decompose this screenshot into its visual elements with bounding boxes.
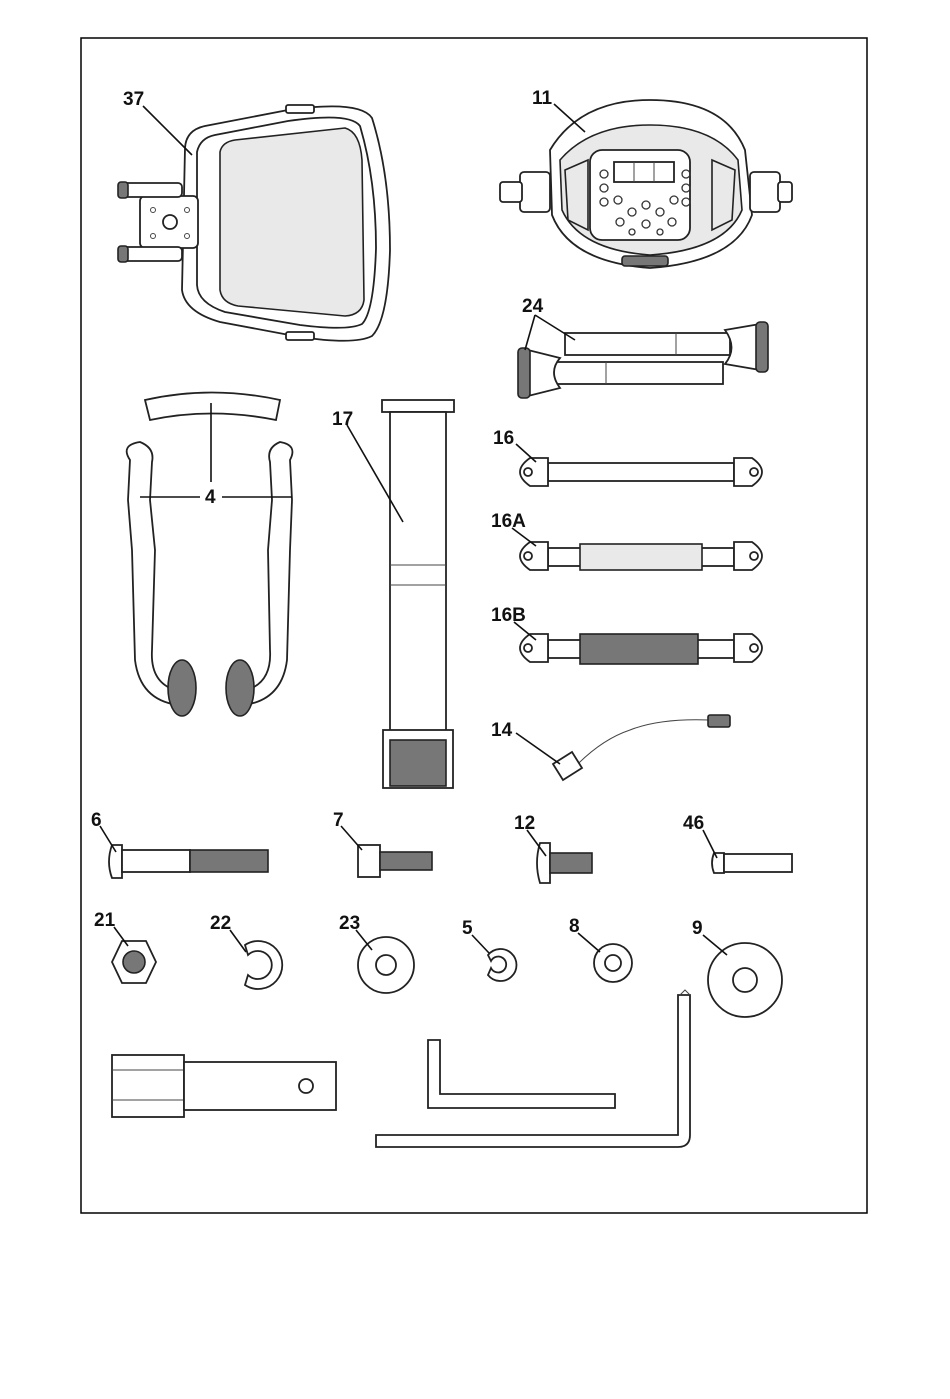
label-22: 22	[210, 913, 231, 934]
label-16: 16	[493, 428, 514, 449]
part-22-washer	[245, 941, 282, 989]
part-23-washer	[358, 937, 414, 993]
part-11-console	[500, 100, 792, 268]
part-4-handle-pipe	[127, 393, 293, 717]
socket-wrench-icon	[112, 1055, 336, 1117]
label-11: 11	[532, 88, 553, 109]
label-24: 24	[522, 296, 544, 317]
part-16b-handle-grip	[520, 634, 762, 664]
part-7-bolt	[358, 845, 432, 877]
label-14: 14	[491, 720, 513, 741]
part-46-pin	[712, 853, 792, 873]
label-5: 5	[462, 918, 473, 939]
label-21: 21	[94, 910, 116, 931]
part-9-washer	[708, 943, 782, 1017]
part-12-bolt	[537, 843, 592, 883]
part-6-bolt	[109, 845, 268, 878]
label-12: 12	[514, 813, 535, 834]
label-16a: 16A	[491, 511, 526, 532]
label-23: 23	[339, 913, 360, 934]
part-16-handle-grip	[520, 458, 762, 486]
label-4: 4	[205, 487, 216, 508]
label-46: 46	[683, 813, 704, 834]
label-8: 8	[569, 916, 580, 937]
label-37: 37	[123, 89, 144, 110]
part-21-nut	[112, 941, 156, 983]
part-5-washer	[488, 949, 516, 981]
label-7: 7	[333, 810, 344, 831]
label-17: 17	[332, 409, 353, 430]
part-24-handlebars	[518, 322, 768, 398]
label-9: 9	[692, 918, 703, 939]
label-6: 6	[91, 810, 102, 831]
part-16a-handle-grip	[520, 542, 762, 570]
label-16b: 16B	[491, 605, 526, 626]
allen-key-icon-large	[376, 990, 690, 1147]
part-14-power-cable	[553, 715, 730, 780]
allen-key-icon	[428, 1040, 615, 1108]
part-17-support-tube	[382, 400, 454, 788]
part-37-back-rest	[118, 105, 390, 341]
part-8-washer	[594, 944, 632, 982]
